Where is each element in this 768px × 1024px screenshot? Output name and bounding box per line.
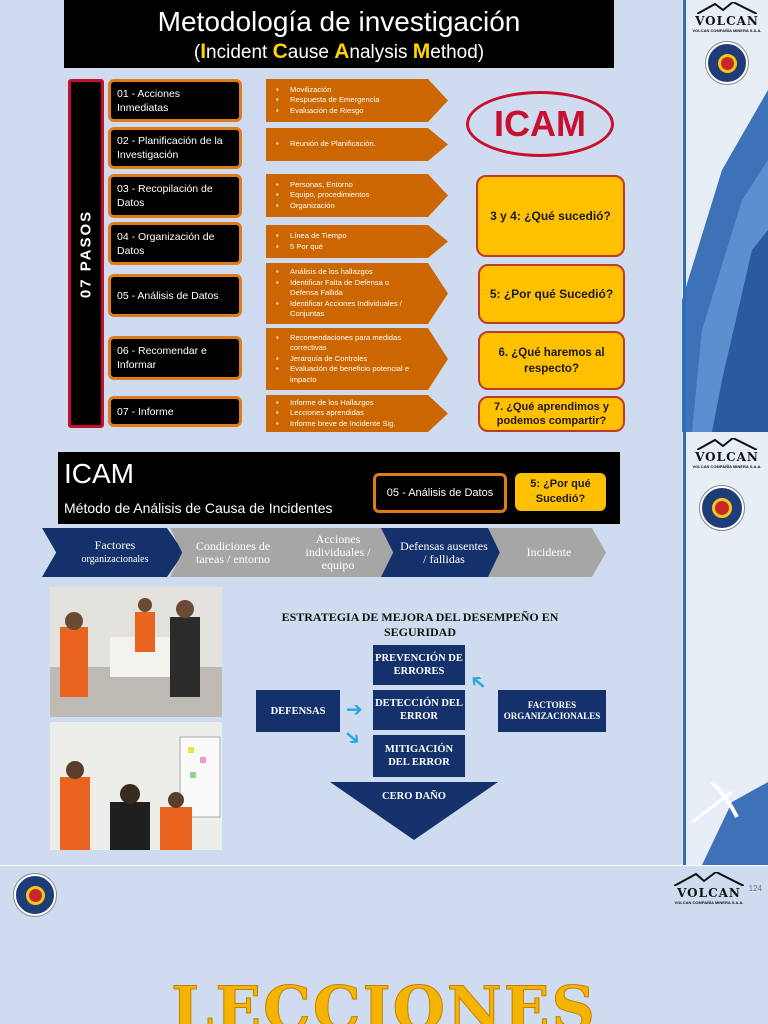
mitigacion-box: MITIGACIÓN DEL ERROR [373,735,465,777]
step-details-arrow: Reunión de Planificación. [266,128,448,161]
pickaxe-graphic [691,780,768,865]
chevron-condiciones: Condiciones de tareas / entorno [170,528,292,577]
step-box: 07 - Informe [108,396,242,427]
slide2-title: ICAM [64,458,134,489]
step-box: 06 - Recomendar e Informar [108,336,242,380]
tosol-seal-logo [14,874,56,916]
mountain-graphic [682,90,768,432]
slide-icam-analysis: VOLCAN VOLCAN COMPAÑÍA MINERA S.A.A. ICA… [0,432,768,865]
slide1-subtitle: (Incident Cause Analysis Method) [193,40,485,63]
workshop-photo [50,587,222,717]
volcan-tagline: VOLCAN COMPAÑÍA MINERA S.A.A. [692,28,762,33]
cero-dano-label: CERO DAÑO [382,791,446,802]
lecciones-heading: LECCIONES [171,974,597,1024]
volcan-logo: VOLCAN VOLCAN COMPAÑÍA MINERA S.A.A. [690,2,764,33]
factores-organizacionales-box: FACTORES ORGANIZACIONALES [498,690,606,732]
question-box: 6. ¿Qué haremos al respecto? [478,331,625,390]
question-box: 3 y 4: ¿Qué sucedió? [476,175,625,257]
slide-methodology: VOLCAN VOLCAN COMPAÑÍA MINERA S.A.A. Met… [0,0,768,432]
volcan-tagline: VOLCAN COMPAÑÍA MINERA S.A.A. [692,464,762,469]
pasos-bar: 07 PASOS [68,79,104,428]
question-box: 7. ¿Qué aprendimos y podemos compartir? [478,396,625,432]
mountain-icon [697,2,757,14]
mountain-icon [697,438,757,450]
chevron-incidente: Incidente [488,528,606,577]
strategy-title: ESTRATEGIA DE MEJORA DEL DESEMPEÑO EN SE… [281,610,559,639]
step-details-arrow: Personas, EntornoEquipo, procedimientosO… [266,174,448,217]
chevron-defensas: Defensas ausentes / fallidas [381,528,503,577]
pasos-label: 07 PASOS [77,209,95,298]
step-details-arrow: Análisis de los hallazgosIdentificar Fal… [266,263,448,324]
volcan-logo: VOLCAN VOLCAN COMPAÑÍA MINERA S.A.A. [690,438,764,469]
volcan-logo: VOLCAN VOLCAN COMPAÑÍA MINERA S.A.A. [664,872,754,905]
why-question-box: 5: ¿Por qué Sucedió? [515,473,606,511]
step-box: 02 - Planificación de la Investigación [108,127,242,169]
volcan-wordmark: VOLCAN [677,886,741,900]
slide-lecciones: VOLCAN VOLCAN COMPAÑÍA MINERA S.A.A. 124… [0,866,768,1024]
chevron-acciones: Acciones individuales / equipo [276,528,396,577]
page-number: 124 [748,884,762,893]
step-box: 04 - Organización de Datos [108,222,242,265]
step-box: 03 - Recopilación de Datos [108,174,242,218]
brand-divider [683,432,686,865]
defensas-box: DEFENSAS [256,690,340,732]
deteccion-box: DETECCIÓN DEL ERROR [373,690,465,730]
step-details-arrow: Informe de los HallazgosLecciones aprend… [266,395,448,432]
volcan-tagline: VOLCAN COMPAÑÍA MINERA S.A.A. [674,900,744,905]
step-details-arrow: Línea de Tiempo5 Por qué [266,225,448,258]
step-box: 05 - Análisis de Datos [108,274,242,317]
step-details-arrow: MovilizaciónRespuesta de EmergenciaEvalu… [266,79,448,122]
tosol-seal-logo [706,42,748,84]
slide1-title-box: Metodología de investigación (Incident C… [64,0,614,68]
step-box: 01 - Acciones Inmediatas [108,79,242,122]
icam-oval: ICAM [466,91,614,157]
workshop-photo [50,722,222,850]
question-box: 5: ¿Por qué Sucedió? [478,264,625,324]
brand-divider [683,0,686,432]
slide2-subtitle: Método de Análisis de Causa de Incidente… [64,500,333,516]
analysis-step-box: 05 - Análisis de Datos [373,473,507,513]
step-details-arrow: Recomendaciones para medidas correctivas… [266,328,448,390]
slide1-title: Metodología de investigación [157,6,521,37]
volcan-wordmark: VOLCAN [695,450,759,464]
volcan-wordmark: VOLCAN [695,14,759,28]
arrow-right-icon: ➔ [346,699,363,721]
prevencion-box: PREVENCIÓN DE ERRORES [373,645,465,685]
mountain-icon [674,872,744,886]
tosol-seal-logo [700,486,744,530]
arrow-down-right-icon: ➔ [338,724,366,752]
arrow-up-left-icon: ➔ [464,668,492,696]
